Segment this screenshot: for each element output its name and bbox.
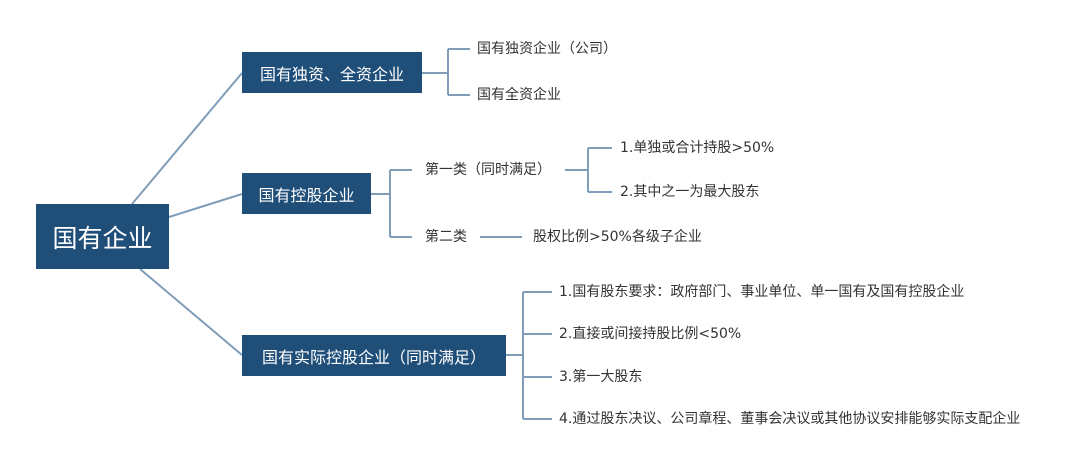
wholly-item-2: 国有全资企业 xyxy=(477,87,561,103)
actual-item-2: 2.直接或间接持股比例<50% xyxy=(559,326,742,342)
root-node: 国有企业 xyxy=(36,204,169,269)
connector-root-wholly xyxy=(131,72,243,205)
actual-item-1: 1.国有股东要求：政府部门、事业单位、单一国有及国有控股企业 xyxy=(559,284,965,300)
branch-wholly: 国有独资、全资企业 xyxy=(242,52,422,93)
bracket-class1 xyxy=(565,147,612,193)
class1-item-1: 1.单独或合计持股>50% xyxy=(620,140,775,156)
bracket-actual xyxy=(506,291,552,420)
class1-label: 第一类（同时满足） xyxy=(425,162,551,178)
connector-root-actual xyxy=(139,268,243,356)
wholly-item-1: 国有独资企业（公司） xyxy=(477,41,617,57)
class2-label: 第二类 xyxy=(425,229,467,245)
actual-item-4: 4.通过股东决议、公司章程、董事会决议或其他协议安排能够实际支配企业 xyxy=(559,411,1021,427)
class2-item: 股权比例>50%各级子企业 xyxy=(533,229,702,245)
branch-holding: 国有控股企业 xyxy=(242,173,371,214)
class1-item-2: 2.其中之一为最大股东 xyxy=(620,184,760,200)
bracket-holding xyxy=(371,169,412,238)
connector-root-holding xyxy=(168,193,243,218)
branch-actual: 国有实际控股企业（同时满足） xyxy=(242,335,506,376)
actual-item-3: 3.第一大股东 xyxy=(559,369,643,385)
bracket-wholly xyxy=(422,48,470,96)
